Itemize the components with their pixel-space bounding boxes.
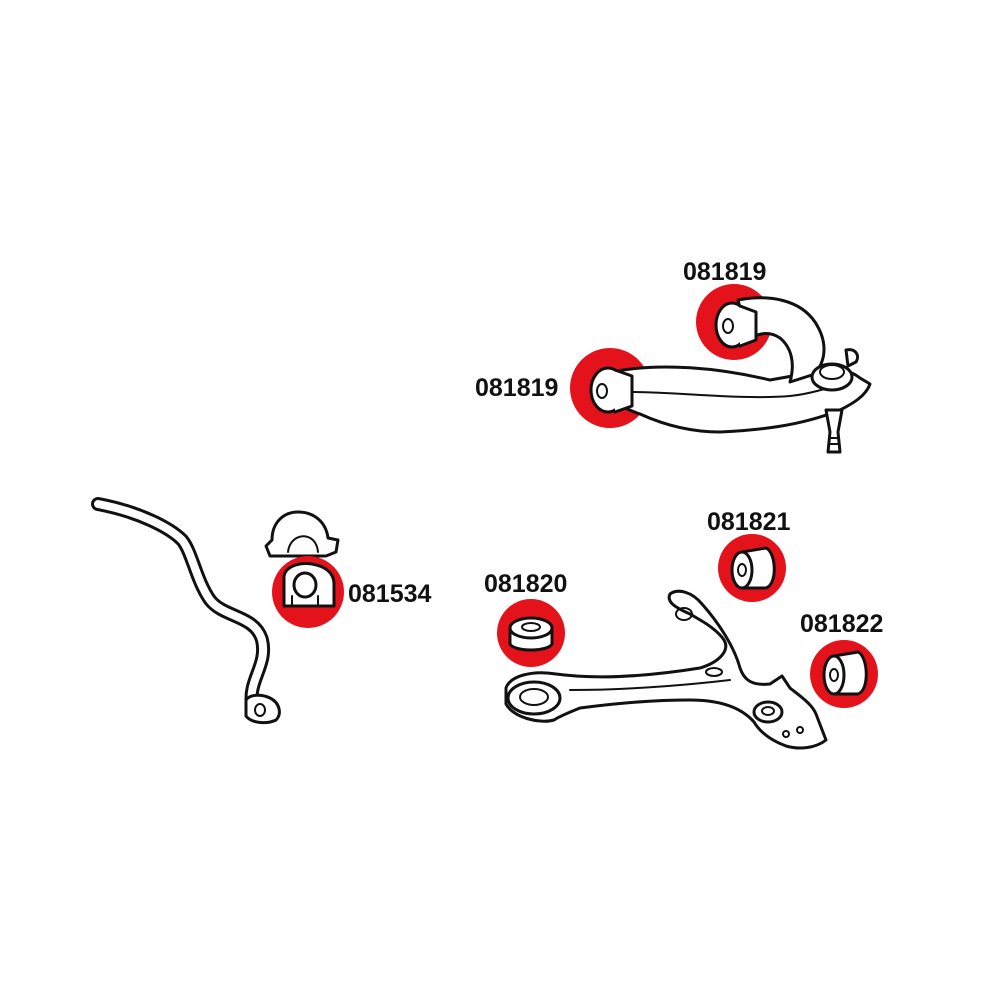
upper-front-bushing-hole [596, 383, 608, 399]
stabilizer-end-link [244, 693, 281, 725]
ball-joint-threads [829, 437, 839, 445]
lower-front-bushing-hole [521, 622, 541, 632]
lower-arm-bolt-hole-b [796, 726, 804, 734]
lower-arm-rear-boss-hole [761, 706, 775, 716]
upper-front-bushing-sleeve [613, 368, 634, 414]
stabilizer-bar-assembly: 081534 [91, 497, 432, 725]
lower-arm-mid-hole [705, 667, 723, 677]
lower-rear-upper-bushing-hole [737, 563, 747, 577]
lower-rear-upper-part-label: 081821 [707, 508, 791, 536]
lower-arm-front-boss-hole [519, 688, 549, 706]
stabilizer-end-link-hole [254, 703, 266, 717]
upper-rear-bushing-hole [722, 318, 734, 334]
stabilizer-mount-bracket-arch [287, 535, 319, 553]
ball-joint-boss-top [819, 364, 845, 380]
ball-joint-stud [824, 408, 844, 454]
lower-rear-upper-bushing-face [730, 550, 754, 590]
lower-rear-lower-part-label: 081822 [800, 610, 883, 638]
lower-front-bushing-top [508, 616, 554, 640]
stabilizer-bushing-hole [292, 571, 318, 599]
lower-rear-lower-bushing-hole [829, 668, 839, 682]
stabilizer-bar-inner [94, 500, 268, 716]
lower-control-arm: 081820 081821 081822 [484, 508, 883, 750]
upper-rear-part-label: 081819 [683, 258, 766, 286]
upper-control-arm: 081819 081819 [475, 258, 872, 454]
lower-arm-bolt-hole-a [782, 730, 790, 738]
lower-arm-ridge [569, 679, 731, 691]
lower-front-part-label: 081820 [484, 570, 567, 598]
stabilizer-bushing-slit [291, 595, 319, 607]
upper-rear-bushing-sleeve [738, 304, 758, 348]
lower-rear-lower-bushing-face [822, 654, 846, 696]
stabilizer-mount-bracket [264, 510, 340, 558]
lower-arm-rear-boss [752, 700, 784, 724]
lower-arm-body [504, 589, 828, 750]
lower-arm-top-eye [675, 607, 693, 621]
ball-joint-boss [810, 362, 854, 392]
upper-front-part-label: 081819 [475, 374, 558, 402]
stabilizer-part-label: 081534 [348, 580, 432, 608]
ball-joint-nub [844, 348, 860, 368]
lower-arm-front-boss [506, 680, 562, 716]
